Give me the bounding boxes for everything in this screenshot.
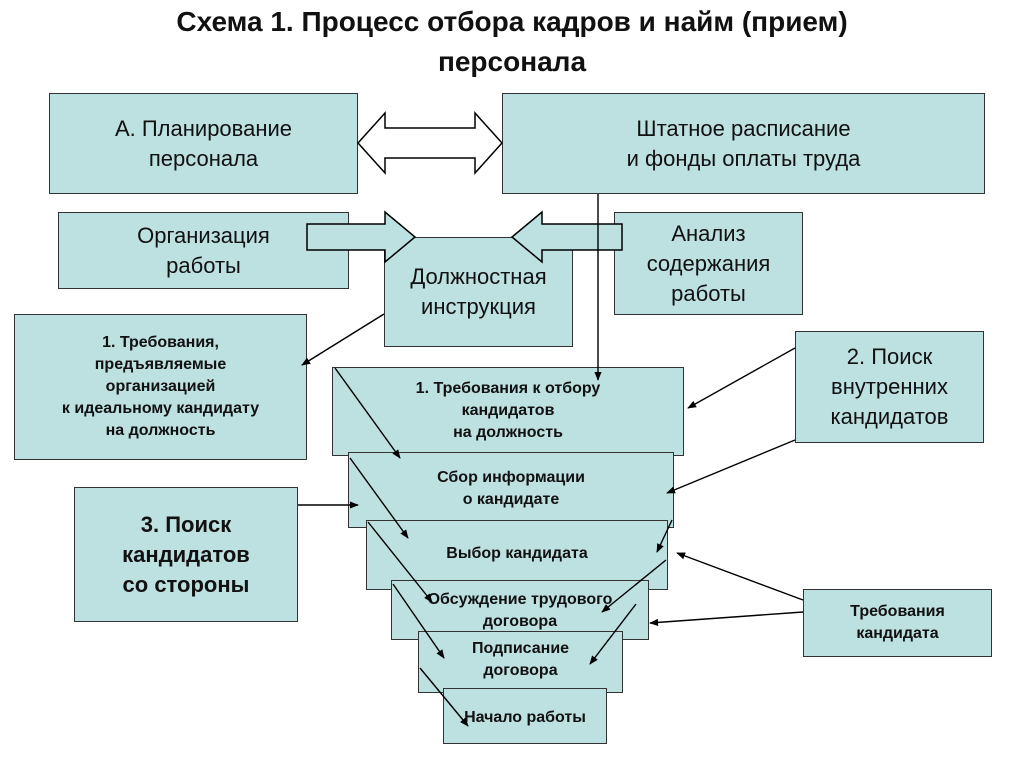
organization-label: Организация работы (137, 222, 270, 278)
arrow-chain-right-3 (589, 603, 637, 665)
funnel-step-label: Подписание договора (471, 640, 570, 679)
arrow-internal-to-info (666, 439, 796, 494)
arrow-chain-left-5 (419, 667, 469, 727)
funnel-step-start-work: Начало работы (443, 688, 607, 744)
funnel-step-label: Начало работы (464, 709, 586, 726)
arrow-chain-right-2 (601, 559, 667, 613)
arrow-description-to-ideal (301, 313, 385, 366)
funnel-step-requirements: 1. Требования к отбору кандидатов на дол… (332, 367, 684, 456)
external-search-box: 3. Поиск кандидатов со стороны (74, 487, 298, 622)
organization-box: Организация работы (58, 212, 349, 289)
arrow-chain-right-1 (656, 519, 673, 553)
arrow-candreq-to-selection (676, 552, 804, 601)
double-block-arrow (356, 111, 504, 175)
job-analysis-box: Анализ содержания работы (614, 212, 803, 315)
arrow-chain-left-3 (367, 521, 433, 603)
staffing-label: Штатное расписание и фонды оплаты труда (626, 115, 861, 171)
candidate-requirements-label: Требования кандидата (850, 603, 945, 642)
job-description-label: Должностная инструкция (410, 264, 547, 319)
arrow-chain-left-2 (349, 457, 409, 539)
funnel-step-label: Выбор кандидата (446, 545, 588, 562)
block-arrow-right (306, 210, 417, 264)
arrow-chain-left-4 (392, 583, 445, 659)
internal-search-label: 2. Поиск внутренних кандидатов (830, 344, 949, 429)
job-analysis-label: Анализ содержания работы (646, 220, 771, 306)
funnel-step-label: 1. Требования к отбору кандидатов на дол… (415, 380, 601, 441)
external-search-label: 3. Поиск кандидатов со стороны (122, 511, 250, 597)
internal-search-box: 2. Поиск внутренних кандидатов (795, 331, 984, 443)
arrow-chain-left-1 (334, 367, 401, 459)
planning-label: А. Планирование персонала (114, 115, 293, 171)
funnel-step-label: Обсуждение трудового договора (427, 591, 613, 630)
funnel-step-label: Сбор информации о кандидате (437, 469, 585, 508)
block-arrow-left (510, 210, 623, 264)
funnel-step-selection: Выбор кандидата (366, 520, 668, 590)
ideal-requirements-label: 1. Требования, предъявляемые организацие… (61, 334, 260, 439)
page-title: Схема 1. Процесс отбора кадров и найм (п… (176, 6, 848, 77)
candidate-requirements-box: Требования кандидата (803, 589, 992, 657)
planning-box: А. Планирование персонала (49, 93, 358, 194)
arrow-internal-to-funnel (687, 347, 796, 409)
ideal-requirements-box: 1. Требования, предъявляемые организацие… (14, 314, 307, 460)
arrow-candreq-to-discussion (649, 611, 804, 627)
staffing-box: Штатное расписание и фонды оплаты труда (502, 93, 985, 194)
